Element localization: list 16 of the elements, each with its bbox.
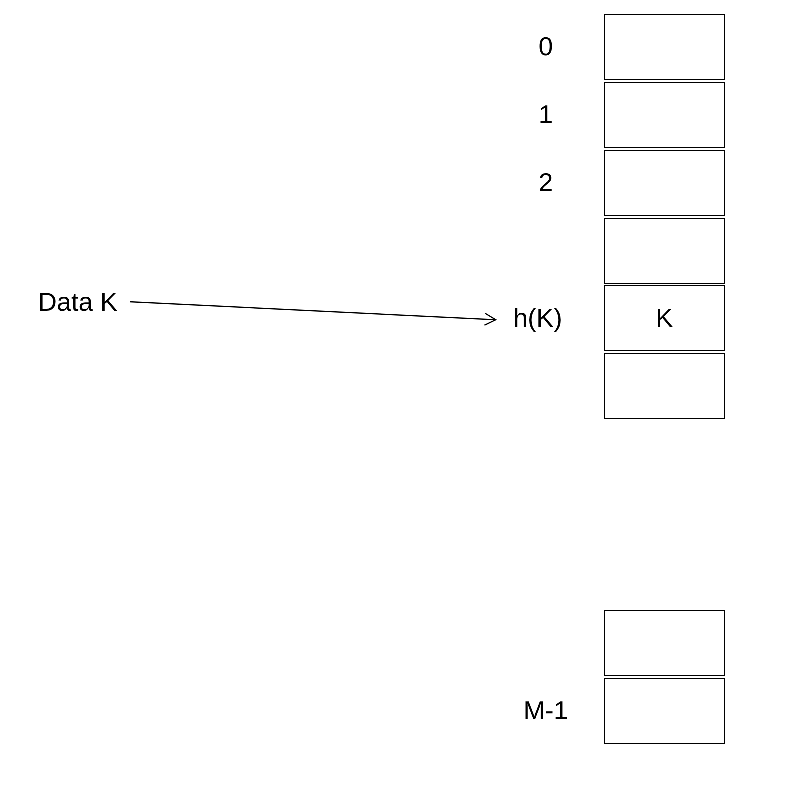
table-slot	[604, 678, 725, 744]
slot-index: 0	[538, 32, 554, 62]
table-slot	[604, 610, 725, 676]
table-slot	[604, 14, 725, 80]
slot-index: 1	[538, 100, 554, 130]
table-slot	[604, 82, 725, 148]
table-slot	[604, 218, 725, 284]
slot-index: 2	[538, 168, 554, 198]
slot-index: M-1	[524, 696, 568, 726]
text-label: h(K)	[500, 300, 576, 336]
text-label: Data K	[28, 284, 128, 320]
table-slot	[604, 285, 725, 351]
table-slot	[604, 353, 725, 419]
slot-value: K	[656, 302, 674, 334]
table-slot	[604, 150, 725, 216]
arrow	[130, 301, 497, 326]
